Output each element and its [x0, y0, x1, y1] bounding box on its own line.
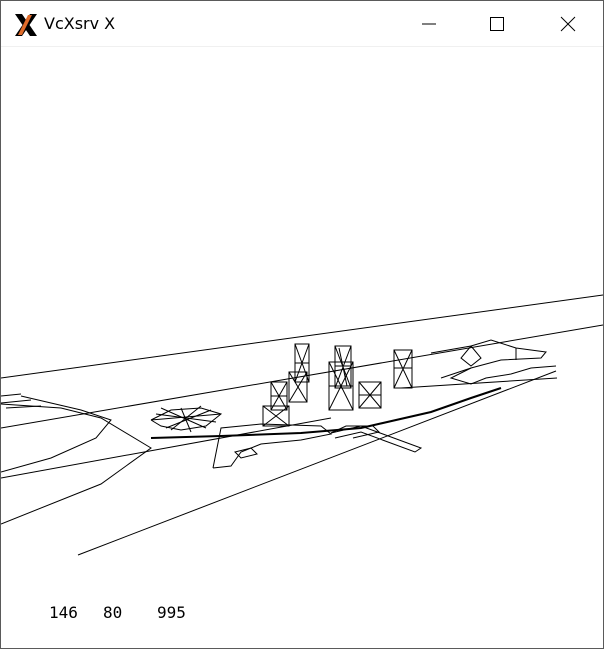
coordinate-readout: 146 80 995	[49, 603, 186, 622]
maximize-icon	[490, 17, 504, 31]
left-structure	[150, 405, 223, 433]
building-box	[288, 371, 308, 403]
wireframe-scene	[1, 294, 603, 556]
road-edge-line-2	[1, 417, 332, 479]
right-structure-2	[460, 345, 482, 367]
coord-x: 146	[49, 603, 78, 622]
minimize-button[interactable]	[406, 1, 452, 47]
title-bar[interactable]: VcXsrv X	[1, 1, 603, 47]
terrain-curve	[150, 387, 502, 439]
field-outline	[1, 403, 152, 525]
window-title: VcXsrv X	[44, 14, 116, 33]
building-box	[393, 349, 413, 389]
building-box	[270, 381, 288, 411]
building-box	[334, 345, 352, 389]
ground-rect	[234, 447, 258, 459]
coord-y: 80	[103, 603, 123, 622]
right-structure	[430, 339, 557, 385]
field-outline-2	[1, 395, 112, 473]
x-logo-icon	[15, 14, 37, 36]
coord-z: 995	[157, 603, 186, 622]
road-edge-line	[1, 324, 603, 429]
minimize-icon	[422, 23, 436, 25]
lower-diagonal-line	[77, 370, 557, 556]
building-box	[262, 405, 290, 427]
close-button[interactable]	[545, 1, 591, 47]
ground-polygon	[212, 423, 333, 469]
maximize-button[interactable]	[474, 1, 520, 47]
building-group	[262, 343, 413, 427]
building-box	[358, 381, 382, 409]
horizon-line	[1, 294, 603, 379]
road-line	[330, 425, 423, 453]
x-render-canvas[interactable]: 146 80 995	[1, 48, 603, 648]
building-box	[328, 361, 354, 411]
close-icon	[560, 16, 576, 32]
